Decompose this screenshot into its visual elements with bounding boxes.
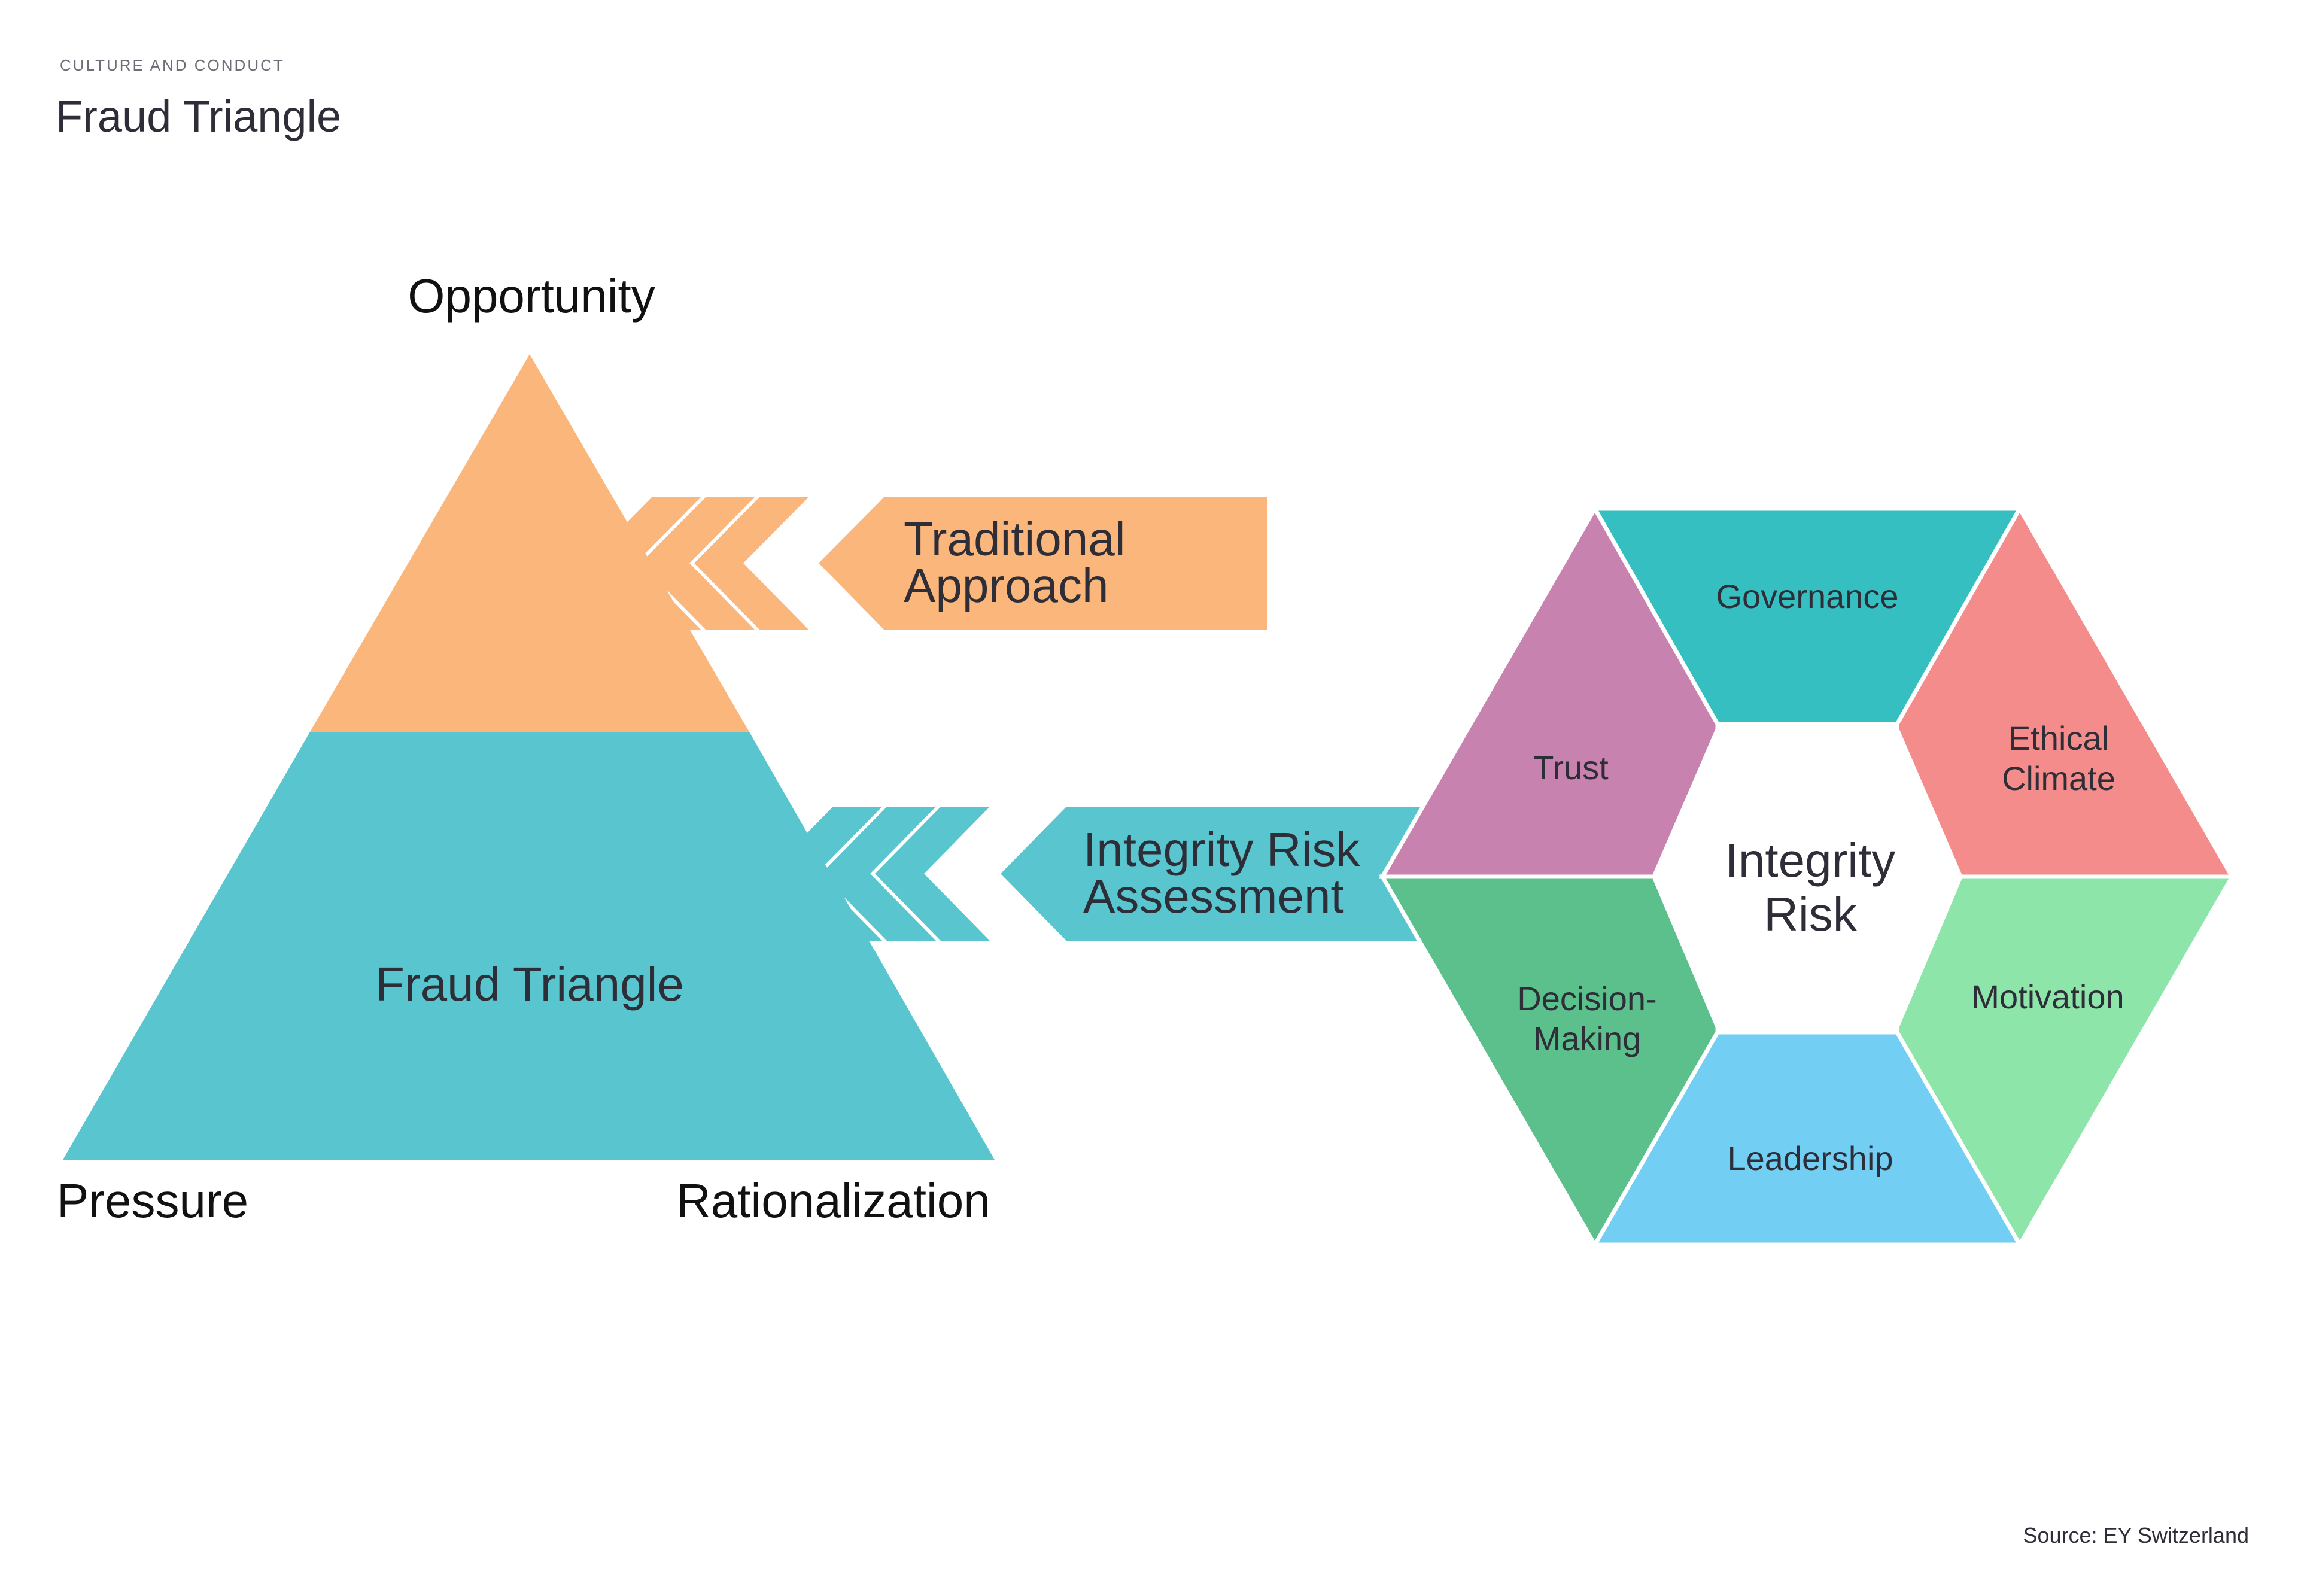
triangle-top-section	[310, 354, 749, 732]
chevron	[586, 497, 701, 630]
segment-label: Leadership	[1727, 1139, 1893, 1177]
arrow-body	[819, 497, 1267, 630]
chevron	[821, 807, 936, 941]
arrow-label-line-2: Approach	[904, 559, 1108, 612]
integrity-risk-assessment-arrow: Integrity Risk Assessment	[767, 807, 1424, 941]
arrow-body	[1001, 807, 1424, 941]
page-title: Fraud Triangle	[56, 92, 341, 141]
arrow-label-line-1: Integrity Risk	[1083, 823, 1360, 876]
triangle-left-label: Pressure	[57, 1174, 248, 1227]
chevron	[694, 497, 809, 630]
triangle-right-label: Rationalization	[676, 1174, 990, 1227]
segment-label: Ethical	[2008, 719, 2109, 757]
segment-label: Motivation	[1971, 978, 2124, 1016]
hexagon-center-label-line-2: Risk	[1764, 887, 1858, 941]
traditional-approach-arrow: Traditional Approach	[586, 497, 1267, 630]
segment-label: Decision-	[1517, 980, 1656, 1017]
arrow-label-line-1: Traditional	[904, 512, 1126, 566]
chevron	[767, 807, 882, 941]
triangle-apex-label: Opportunity	[408, 269, 655, 323]
triangle-bottom-section	[63, 732, 995, 1160]
hexagon-center	[1652, 724, 1963, 1032]
hexagon-center-label-line-1: Integrity	[1725, 834, 1896, 887]
segment-label: Governance	[1716, 577, 1898, 615]
segment-label: Trust	[1533, 749, 1609, 786]
chevron	[875, 807, 990, 941]
segment-label: Climate	[2002, 759, 2115, 797]
segment-label: Making	[1533, 1020, 1642, 1057]
triangle-center-label: Fraud Triangle	[375, 957, 684, 1011]
source-note: Source: EY Switzerland	[2023, 1523, 2249, 1548]
integrity-risk-hexagon	[1378, 504, 2236, 1249]
chevron	[640, 497, 755, 630]
header-kicker: CULTURE AND CONDUCT	[60, 56, 285, 74]
arrow-label-line-2: Assessment	[1083, 870, 1344, 923]
